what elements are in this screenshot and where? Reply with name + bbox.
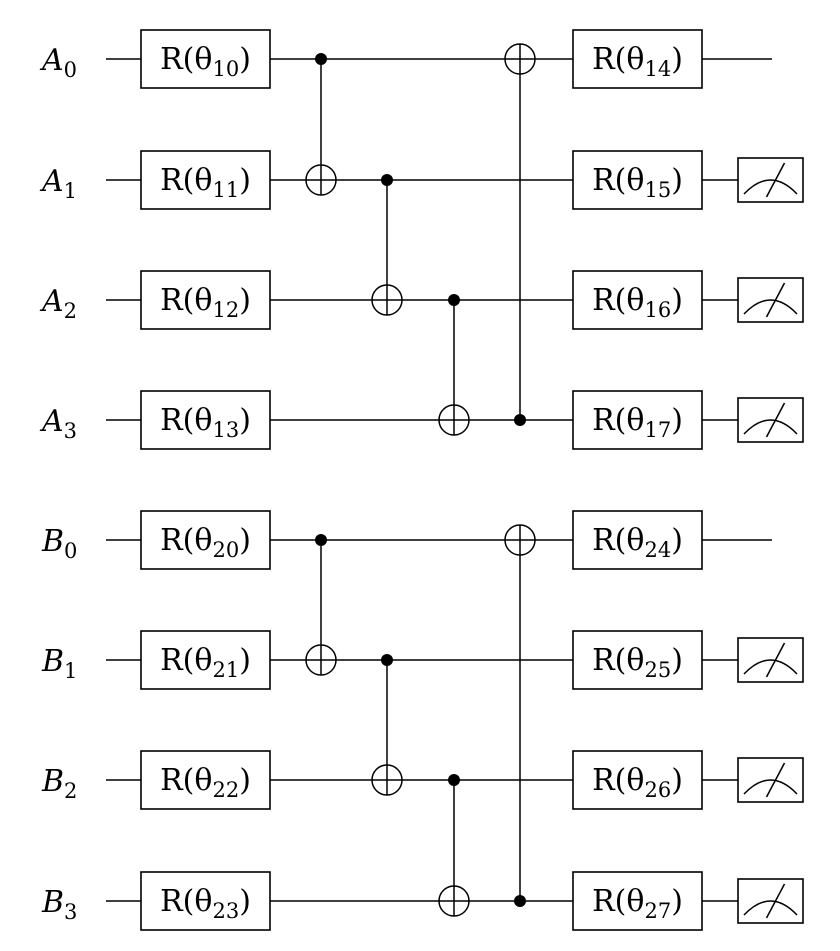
rotation-gate-b3-pre: R(θ23): [140, 871, 271, 931]
rotation-gate-a2-pre-label: R(θ12): [160, 283, 251, 322]
qubit-label-a3: A3: [39, 404, 77, 443]
rotation-gate-a1-pre-label: R(θ11): [160, 163, 251, 202]
cnot-target-b-0: [305, 644, 337, 676]
measurement-meter-b1: [737, 637, 804, 683]
measurement-meter-a2: [737, 277, 804, 323]
cnot-target-a-2: [438, 404, 470, 436]
rotation-gate-a1-post: R(θ15): [572, 150, 703, 210]
cnot-target-a-3: [504, 43, 536, 75]
rotation-gate-b0-post: R(θ24): [572, 510, 703, 570]
rotation-gate-a2-pre: R(θ12): [140, 270, 271, 330]
cnot-target-b-3: [504, 524, 536, 556]
qubit-label-b0: B0: [41, 524, 77, 563]
cnot-target-b-1: [371, 764, 403, 796]
rotation-gate-b2-pre: R(θ22): [140, 750, 271, 810]
cnot-target-a-1: [371, 284, 403, 316]
rotation-gate-b3-post: R(θ27): [572, 871, 703, 931]
rotation-gate-a3-pre: R(θ13): [140, 390, 271, 450]
rotation-gate-a3-post-label: R(θ17): [592, 403, 683, 442]
rotation-gate-b2-post-label: R(θ26): [592, 763, 683, 802]
measurement-meter-a3: [737, 397, 804, 443]
rotation-gate-b0-pre-label: R(θ20): [160, 523, 251, 562]
rotation-gate-b1-post-label: R(θ25): [592, 643, 683, 682]
rotation-gate-a0-pre-label: R(θ10): [160, 42, 251, 81]
rotation-gate-b1-pre: R(θ21): [140, 630, 271, 690]
measurement-meter-a1: [737, 157, 804, 203]
rotation-gate-a1-pre: R(θ11): [140, 150, 271, 210]
rotation-gate-b1-pre-label: R(θ21): [160, 643, 251, 682]
rotation-gate-a2-post: R(θ16): [572, 270, 703, 330]
rotation-gate-b1-post: R(θ25): [572, 630, 703, 690]
rotation-gate-b0-pre: R(θ20): [140, 510, 271, 570]
rotation-gate-a3-pre-label: R(θ13): [160, 403, 251, 442]
qubit-label-a1: A1: [39, 164, 77, 203]
cnot-control-dot-b-1: [381, 654, 393, 666]
qubit-label-b3: B3: [41, 885, 77, 924]
qubit-label-a0: A0: [39, 43, 77, 82]
rotation-gate-a0-pre: R(θ10): [140, 29, 271, 89]
cnot-control-dot-b-2: [448, 774, 460, 786]
cnot-target-a-0: [305, 164, 337, 196]
rotation-gate-a3-post: R(θ17): [572, 390, 703, 450]
cnot-control-dot-a-3: [514, 414, 526, 426]
rotation-gate-a1-post-label: R(θ15): [592, 163, 683, 202]
cnot-target-b-2: [438, 885, 470, 917]
rotation-gate-a0-post-label: R(θ14): [592, 42, 683, 81]
cnot-control-dot-a-0: [315, 53, 327, 65]
qubit-label-b2: B2: [41, 764, 77, 803]
measurement-meter-b2: [737, 757, 804, 803]
rotation-gate-b3-pre-label: R(θ23): [160, 884, 251, 923]
rotation-gate-b2-pre-label: R(θ22): [160, 763, 251, 802]
rotation-gate-a0-post: R(θ14): [572, 29, 703, 89]
qubit-label-a2: A2: [39, 284, 77, 323]
cnot-control-dot-a-2: [448, 294, 460, 306]
rotation-gate-b0-post-label: R(θ24): [592, 523, 683, 562]
measurement-meter-b3: [737, 878, 804, 924]
cnot-control-dot-b-3: [514, 895, 526, 907]
rotation-gate-b2-post: R(θ26): [572, 750, 703, 810]
rotation-gate-a2-post-label: R(θ16): [592, 283, 683, 322]
cnot-control-dot-b-0: [315, 534, 327, 546]
rotation-gate-b3-post-label: R(θ27): [592, 884, 683, 923]
qubit-label-b1: B1: [41, 644, 77, 683]
cnot-control-dot-a-1: [381, 174, 393, 186]
